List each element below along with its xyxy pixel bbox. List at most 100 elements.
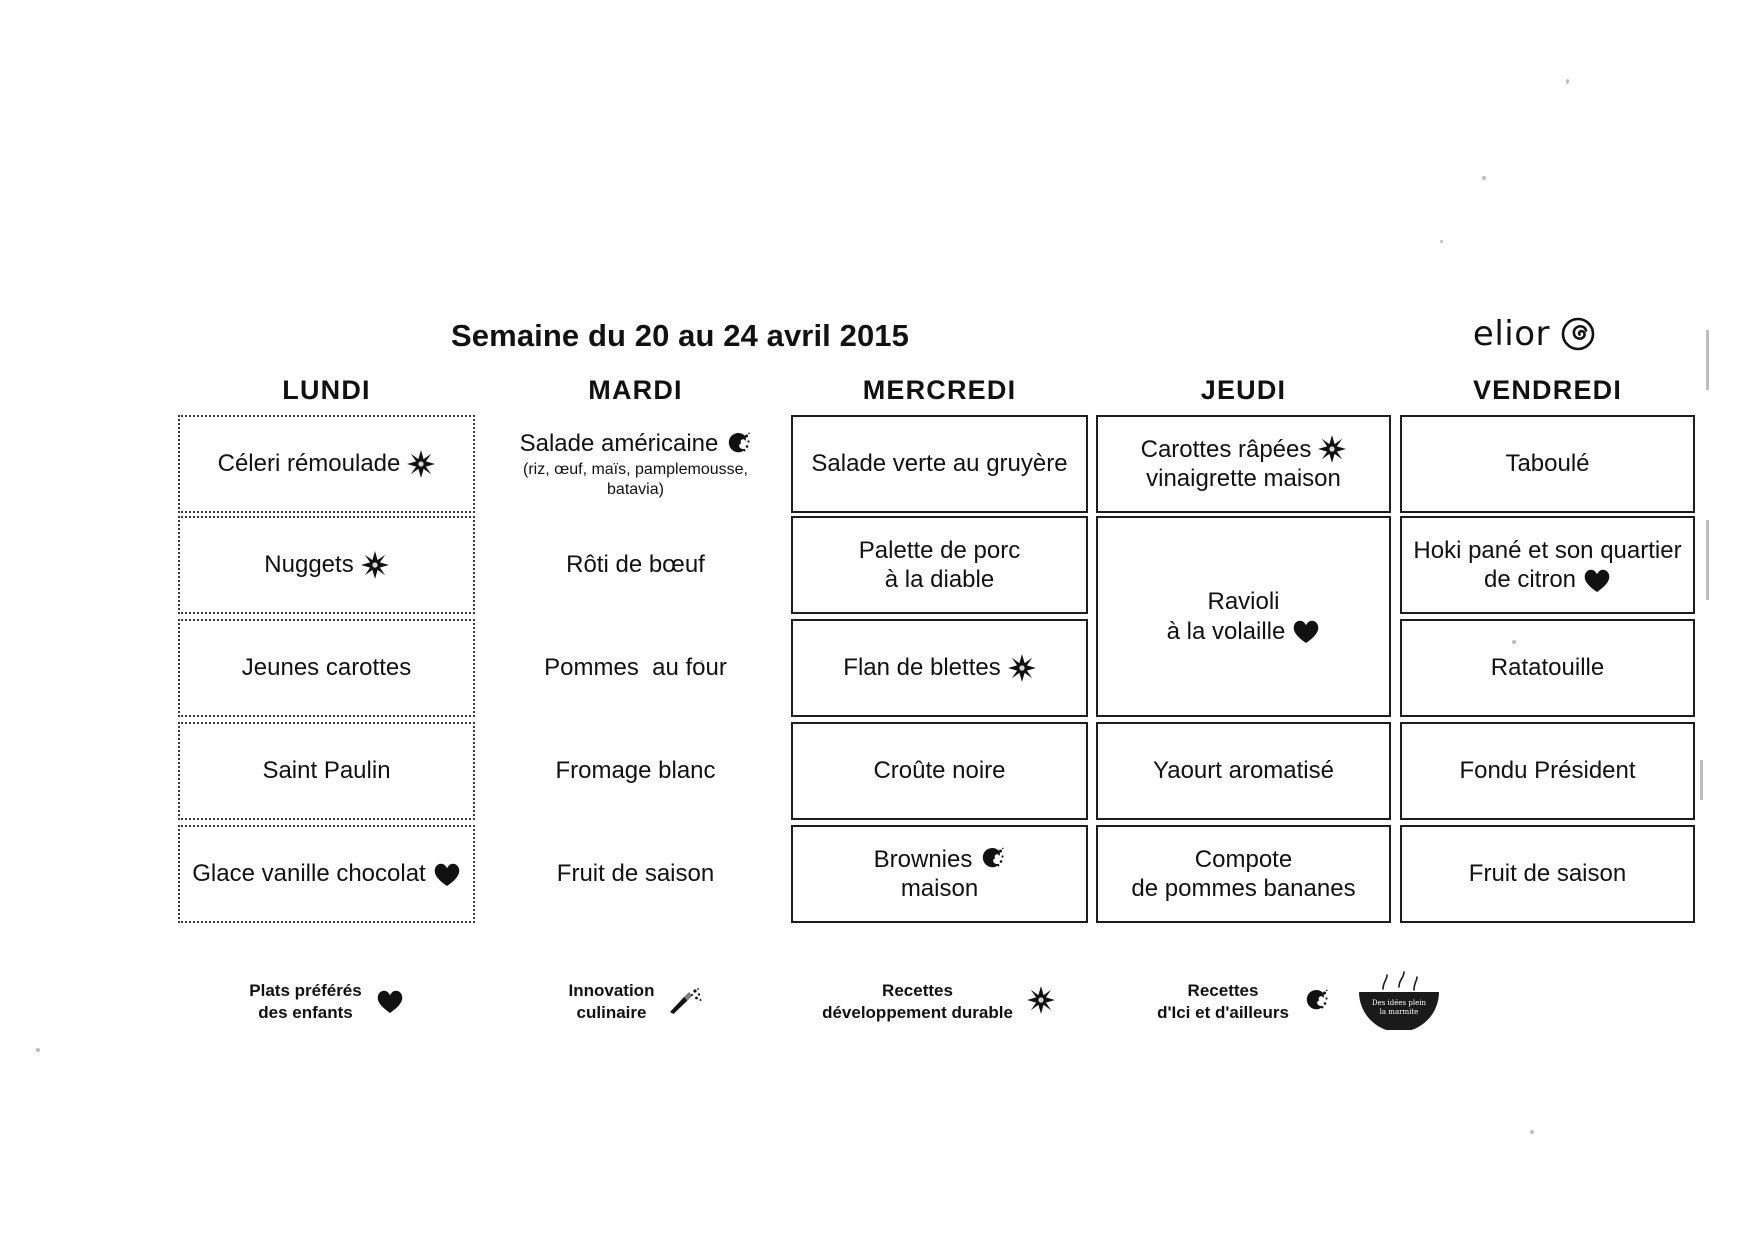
star-icon — [1026, 986, 1057, 1016]
star-icon — [407, 449, 436, 478]
magic-wand-icon — [668, 988, 702, 1015]
menu-column-mardi: Salade américaine(riz, œuf, maïs, pample… — [488, 415, 783, 971]
menu-cell-mardi-4[interactable]: Fromage blanc — [488, 722, 783, 820]
page-title: Semaine du 20 au 24 avril 2015 — [451, 318, 909, 353]
des-idees-plein-la-marmite-stamp-icon: Des idées plein la marmite — [1353, 968, 1445, 1032]
day-heading-mercredi: MERCREDI — [862, 375, 1017, 405]
menu-cell-lundi-2[interactable]: Nuggets — [178, 516, 475, 614]
star-icon — [360, 550, 389, 579]
scan-speck — [1566, 79, 1569, 84]
menu-item-text: Glace vanille chocolat — [188, 859, 465, 888]
scan-speck — [700, 660, 703, 663]
scan-speck — [1700, 760, 1703, 800]
scan-speck — [36, 1048, 40, 1052]
menu-item-text: Croûte noire — [873, 757, 1006, 785]
menu-item-text: Salade américaine(riz, œuf, maïs, pample… — [496, 429, 775, 499]
menu-cell-vendredi-3[interactable]: Ratatouille — [1400, 619, 1695, 717]
menu-item-text: Rôti de bœuf — [566, 551, 705, 579]
menu-cell-mardi-3[interactable]: Pommes au four — [488, 619, 783, 717]
heart-icon — [1292, 618, 1320, 644]
menu-item-text: Nuggets — [188, 550, 465, 580]
scan-speck — [1512, 640, 1516, 644]
heart-icon — [376, 988, 404, 1014]
menu-cell-mercredi-4[interactable]: Croûte noire — [791, 722, 1088, 820]
menu-cell-lundi-3[interactable]: Jeunes carottes — [178, 619, 475, 717]
heart-icon — [433, 861, 461, 887]
day-headings: LUNDI MARDI MERCREDI JEUDI VENDREDI — [178, 375, 1670, 411]
menu-item-text: Yaourt aromatisé — [1153, 757, 1334, 785]
menu-item-text: Salade verte au gruyère — [811, 450, 1068, 478]
sheet-header: Semaine du 20 au 24 avril 2015 elior — [180, 314, 1600, 364]
heart-icon — [1583, 567, 1611, 593]
globe-icon — [725, 431, 751, 457]
menu-cell-mardi-1[interactable]: Salade américaine(riz, œuf, maïs, pample… — [488, 415, 783, 513]
svg-text:Des idées plein: Des idées plein — [1372, 999, 1426, 1007]
menu-item-text: Fruit de saison — [556, 860, 715, 888]
scan-speck — [1530, 1130, 1534, 1134]
menu-cell-vendredi-1[interactable]: Taboulé — [1400, 415, 1695, 513]
star-icon — [1007, 653, 1036, 682]
day-heading-vendredi: VENDREDI — [1472, 375, 1623, 405]
scan-speck — [1482, 176, 1486, 180]
globe-icon — [979, 846, 1005, 872]
menu-cell-mardi-5[interactable]: Fruit de saison — [488, 825, 783, 923]
menu-item-text: Saint Paulin — [262, 757, 391, 785]
menu-item-text: Fromage blanc — [555, 757, 716, 785]
menu-item-text: Flan de blettes — [801, 653, 1078, 683]
elior-brand: elior — [1473, 314, 1595, 354]
menu-item-text: Ratatouille — [1490, 654, 1605, 682]
menu-cell-mercredi-3[interactable]: Flan de blettes — [791, 619, 1088, 717]
menu-item-text: Céleri rémoulade — [188, 449, 465, 479]
menu-cell-jeudi-3[interactable]: Yaourt aromatisé — [1096, 722, 1391, 820]
menu-item-text: Fruit de saison — [1468, 860, 1627, 888]
elior-spiral-logo-icon — [1561, 317, 1595, 351]
menu-cell-mercredi-1[interactable]: Salade verte au gruyère — [791, 415, 1088, 513]
scan-speck — [1706, 520, 1709, 600]
scan-speck — [1706, 330, 1709, 390]
menu-cell-lundi-4[interactable]: Saint Paulin — [178, 722, 475, 820]
day-heading-jeudi: JEUDI — [1200, 375, 1287, 405]
star-icon — [1318, 435, 1347, 464]
menu-item-text: Pommes au four — [544, 654, 727, 682]
day-heading-lundi: LUNDI — [282, 375, 371, 405]
menu-cell-lundi-1[interactable]: Céleri rémoulade — [178, 415, 475, 513]
menu-item-text: Fondu Président — [1459, 757, 1636, 785]
globe-icon — [1303, 988, 1330, 1015]
menu-cell-lundi-5[interactable]: Glace vanille chocolat — [178, 825, 475, 923]
menu-item-text: Jeunes carottes — [241, 654, 412, 682]
menu-item-text: Taboulé — [1505, 450, 1590, 478]
day-heading-mardi: MARDI — [588, 375, 683, 405]
scan-speck — [1440, 240, 1443, 243]
menu-item-subtext: (riz, œuf, maïs, pamplemousse, batavia) — [523, 461, 748, 498]
menu-cell-mardi-2[interactable]: Rôti de bœuf — [488, 516, 783, 614]
menu-cell-vendredi-5[interactable]: Fruit de saison — [1400, 825, 1695, 923]
legend-row: Des idées plein la marmite Plats préféré… — [178, 971, 1670, 1040]
menu-cell-vendredi-4[interactable]: Fondu Président — [1400, 722, 1695, 820]
elior-wordmark: elior — [1472, 314, 1550, 354]
